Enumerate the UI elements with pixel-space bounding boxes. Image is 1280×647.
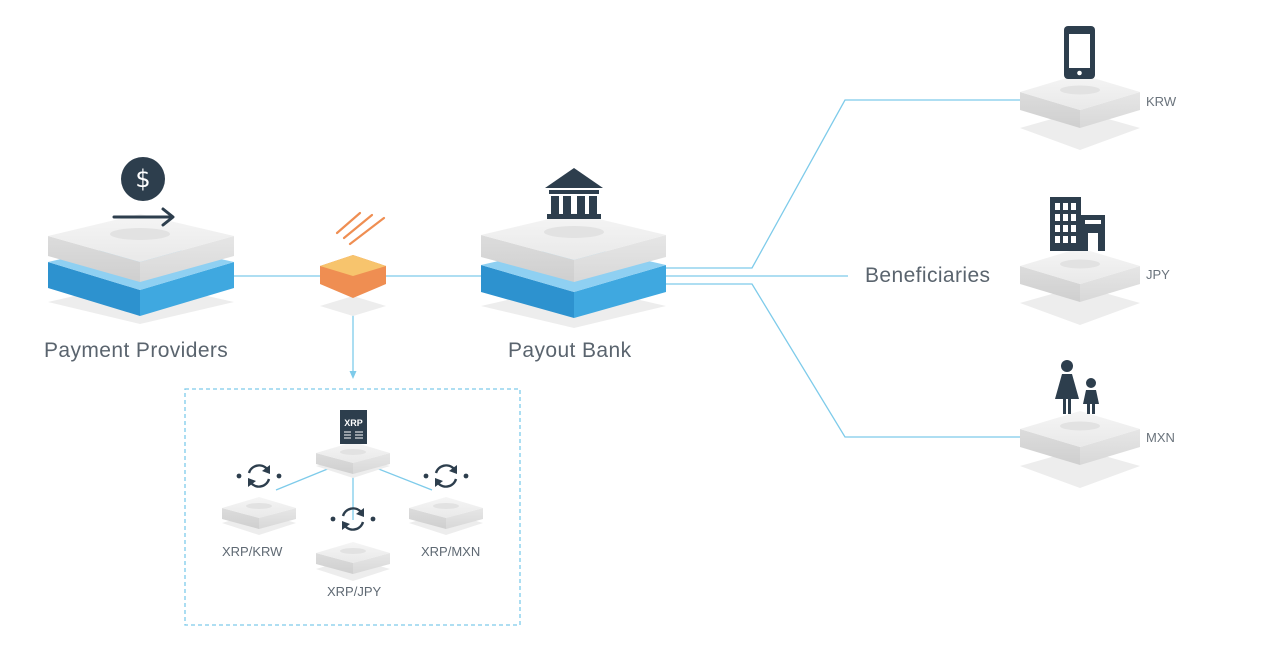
phone-icon <box>1064 26 1095 79</box>
connector-bank-mxn <box>664 283 1022 438</box>
refresh-icon <box>236 464 282 488</box>
refresh-icon <box>330 507 376 531</box>
hub-block <box>320 255 386 316</box>
building-icon <box>1050 197 1105 251</box>
payout-bank-platform <box>481 213 666 328</box>
exchange-dashed-box <box>184 388 521 626</box>
exchange-platform-mxn <box>409 497 483 535</box>
pair-xrp-jpy-label: XRP/JPY <box>327 584 382 599</box>
family-icon <box>1055 360 1099 414</box>
beneficiary-platform-krw <box>1020 74 1140 150</box>
dollar-icon: $ <box>121 157 165 201</box>
beneficiary-platform-mxn <box>1020 411 1140 488</box>
payment-providers-platform <box>48 214 234 324</box>
payment-providers-label: Payment Providers <box>44 339 229 362</box>
pair-xrp-krw-label: XRP/KRW <box>222 544 283 559</box>
currency-jpy-label: JPY <box>1146 267 1170 282</box>
currency-mxn-label: MXN <box>1146 430 1175 445</box>
connector-xrp-krw <box>275 467 331 491</box>
logo-stripes-icon <box>335 211 386 246</box>
connector-xrp-mxn <box>375 467 433 491</box>
connector-lines <box>232 99 1022 520</box>
exchange-platform-jpy <box>316 542 390 581</box>
arrowhead-down <box>349 371 357 379</box>
beneficiaries-label: Beneficiaries <box>865 264 991 287</box>
currency-krw-label: KRW <box>1146 94 1177 109</box>
exchange-platform-krw <box>222 497 296 535</box>
xrp-platform <box>316 442 390 478</box>
connector-bank-krw <box>664 99 1022 269</box>
xrp-badge-text: XRP <box>344 418 363 428</box>
payout-bank-label: Payout Bank <box>508 339 632 362</box>
refresh-icon <box>423 464 469 488</box>
beneficiary-platform-jpy <box>1020 248 1140 325</box>
svg-text:$: $ <box>135 165 150 193</box>
arrow-right-icon <box>112 207 175 227</box>
pair-xrp-mxn-label: XRP/MXN <box>421 544 481 559</box>
bank-icon <box>545 168 603 219</box>
xrp-document-icon: XRP <box>340 410 367 444</box>
